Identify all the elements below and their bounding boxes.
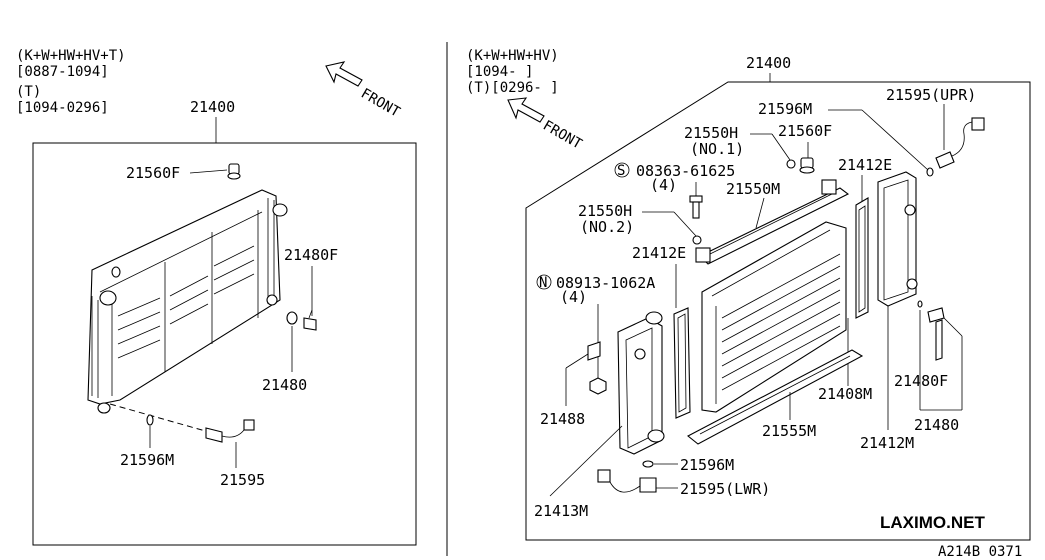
right-symbol-s: S <box>617 163 625 179</box>
right-symbol-n-icon: N <box>536 274 552 291</box>
right-label-tank-r: 21412M <box>860 434 914 452</box>
right-cap-icon <box>799 157 815 174</box>
right-seal-r-icon <box>855 197 869 319</box>
right-label-upper-bracket: 21550M <box>726 180 780 198</box>
left-header-line-1: (K+W+HW+HV+T) <box>16 48 126 64</box>
left-label-plug: 21480 <box>262 376 307 394</box>
left-frame <box>32 142 417 546</box>
right-label-plug: 21480 <box>914 416 959 434</box>
left-plug-icon <box>286 311 298 325</box>
right-symbol-n: N <box>539 275 547 291</box>
right-label-tank-l: 21413M <box>534 502 588 520</box>
left-install-line <box>109 403 217 435</box>
right-washer-upr-icon <box>926 167 934 177</box>
left-radiator-drawing <box>87 189 288 414</box>
right-frame <box>525 81 1031 541</box>
right-panel: (K+W+HW+HV) [1094- ] (T)[0296- ] FRONT 2… <box>466 48 1031 541</box>
right-upper-bracket-icon <box>695 179 850 265</box>
right-lower-bracket-icon <box>686 349 864 445</box>
right-label-screw-qty: (4) <box>650 176 677 194</box>
right-symbol-s-icon: S <box>614 162 630 179</box>
left-leader-cap <box>189 169 228 174</box>
right-header-line-3: (T)[0296- ] <box>466 80 559 96</box>
right-bolt-no2-icon <box>692 235 702 245</box>
right-sensor-lwr-icon <box>597 469 657 493</box>
right-label-seal-l: 21412E <box>632 244 686 262</box>
right-label-bolt-no2-sub: (NO.2) <box>580 218 634 236</box>
right-leader-bolt-no2-2 <box>673 211 697 237</box>
right-bolt-no1-icon <box>786 159 796 169</box>
left-drain-plug-icon <box>303 309 317 331</box>
right-label-cap: 21560F <box>778 122 832 140</box>
right-label-sensor-lwr: 21595(LWR) <box>680 480 770 498</box>
right-label-lower-bracket: 21555M <box>762 422 816 440</box>
right-label-radiator: 21400 <box>746 54 791 72</box>
right-leader-washer-upr-2 <box>861 109 929 171</box>
left-header-line-4: [1094-0296] <box>16 100 109 116</box>
right-label-washer-upr: 21596M <box>758 100 812 118</box>
right-drain-plug-icon <box>927 307 945 361</box>
right-header-line-1: (K+W+HW+HV) <box>466 48 559 64</box>
reference-code: A214B 0371 <box>938 544 1022 560</box>
left-header-line-2: [0887-1094] <box>16 64 109 80</box>
right-tank-l-icon <box>617 311 665 455</box>
right-label-washer-lwr: 21596M <box>680 456 734 474</box>
right-leader-upper-bracket <box>755 197 765 229</box>
right-label-core: 21408M <box>818 385 872 403</box>
left-cap-icon <box>227 163 241 180</box>
right-label-clip: 21488 <box>540 410 585 428</box>
right-seal-l-icon <box>673 307 691 419</box>
right-tank-r-icon <box>877 171 918 307</box>
brand-watermark: LAXIMO.NET <box>880 513 985 532</box>
right-label-screw-code: 08363-61625 <box>636 162 735 180</box>
right-nut-icon <box>589 377 607 395</box>
left-label-drain-plug: 21480F <box>284 246 338 264</box>
right-core-icon <box>701 221 847 413</box>
left-front-label: FRONT <box>358 86 403 121</box>
right-label-nut-code: 08913-1062A <box>556 274 655 292</box>
left-front-arrow-icon <box>325 61 363 87</box>
left-label-sensor: 21595 <box>220 471 265 489</box>
right-clip-icon <box>587 341 601 361</box>
right-label-seal-r: 21412E <box>838 156 892 174</box>
right-front-label: FRONT <box>540 118 585 153</box>
right-leader-bolt-no1-2 <box>771 133 791 161</box>
left-label-radiator: 21400 <box>190 98 235 116</box>
left-label-washer: 21596M <box>120 451 174 469</box>
right-label-bolt-no1-sub: (NO.1) <box>690 140 744 158</box>
left-header-line-3: (T) <box>16 84 41 100</box>
right-front-arrow-icon <box>507 97 545 123</box>
right-label-nut-qty: (4) <box>560 288 587 306</box>
right-label-bolt-no2: 21550H <box>578 202 632 220</box>
left-label-cap: 21560F <box>126 164 180 182</box>
left-washer-icon <box>146 414 154 426</box>
right-washer-lwr-icon <box>642 460 654 468</box>
right-plug-icon <box>917 300 923 308</box>
left-sensor-icon <box>205 419 255 443</box>
right-label-bolt-no1: 21550H <box>684 124 738 142</box>
right-leader-tank-l <box>549 425 623 497</box>
right-screw-icon <box>689 195 703 219</box>
left-panel: (K+W+HW+HV+T) [0887-1094] (T) [1094-0296… <box>16 48 417 546</box>
right-label-drain-plug: 21480F <box>894 372 948 390</box>
right-header-line-2: [1094- ] <box>466 64 533 80</box>
right-leader-clip-2 <box>565 353 589 369</box>
right-sensor-upr-icon <box>935 117 985 169</box>
right-label-sensor-upr: 21595(UPR) <box>886 86 976 104</box>
right-leader-drain-plug-2 <box>943 317 963 337</box>
